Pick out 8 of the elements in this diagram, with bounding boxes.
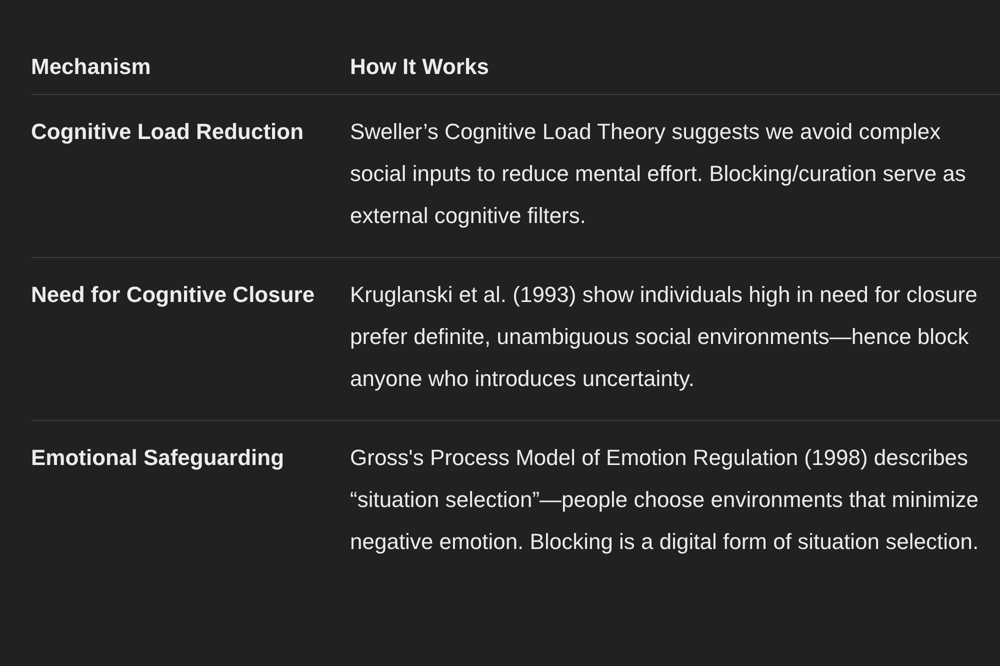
description-text: Kruglanski et al. (1993) show individuals high in need for closure prefer definite, unambiguous social environments—hence block anyone who introduces uncertainty.: [350, 282, 978, 391]
mechanism-name: Need for Cognitive Closure: [31, 282, 315, 307]
column-header: How It Works: [350, 54, 489, 79]
column-header: Mechanism: [31, 54, 151, 79]
description-text: Gross's Process Model of Emotion Regulation (1998) describes “situation selection”—people choose environments that minimize negative emotion. Blocking is a digital form of situation selection.: [350, 445, 979, 554]
mechanism-name: Cognitive Load Reduction: [31, 119, 304, 144]
description-text: Sweller’s Cognitive Load Theory suggests we avoid complex social inputs to reduce mental effort. Blocking/curation serve as external cognitive filters.: [350, 119, 966, 228]
mechanism-name: Emotional Safeguarding: [31, 445, 284, 470]
